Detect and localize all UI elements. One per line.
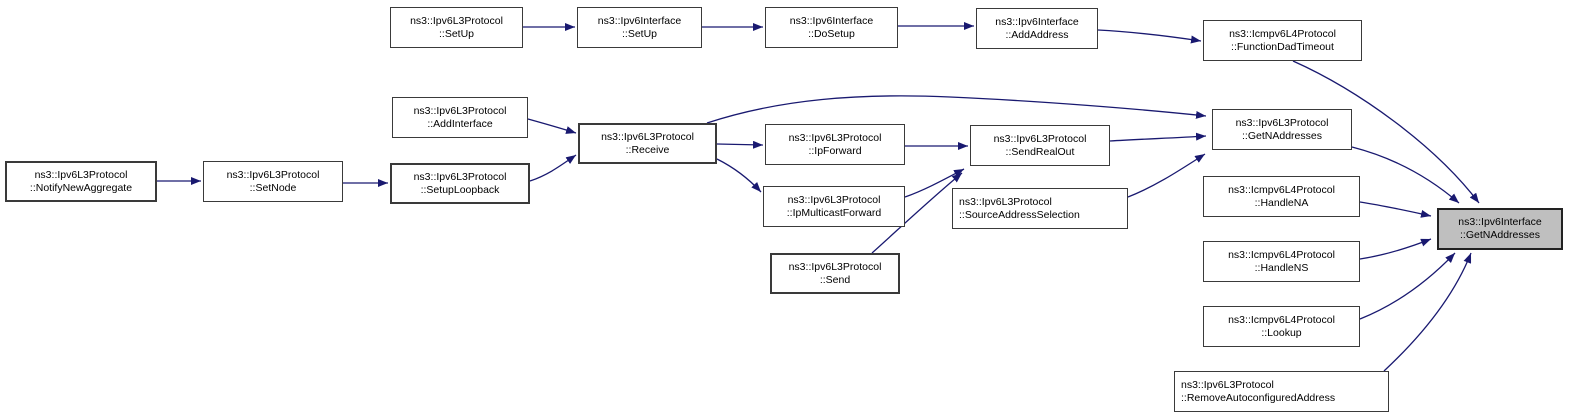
edge-ip-multicast-forward-to-send-real-out (904, 168, 965, 198)
node-notify-new-aggregate[interactable]: ns3::Ipv6L3Protocol ::NotifyNewAggregate (5, 161, 157, 202)
node-ipv6l3protocol-setup[interactable]: ns3::Ipv6L3Protocol ::SetUp (390, 7, 523, 48)
node-label-line2: ::FunctionDadTimeout (1231, 40, 1334, 53)
node-label-line1: ns3::Ipv6Interface (995, 15, 1079, 28)
node-label-line2: ::GetNAddresses (1460, 229, 1540, 241)
node-ipv6interface-setup[interactable]: ns3::Ipv6Interface ::SetUp (577, 7, 702, 48)
node-get-n-addresses-l3[interactable]: ns3::Ipv6L3Protocol ::GetNAddresses (1212, 109, 1352, 150)
node-label-line1: ns3::Ipv6Interface (597, 14, 682, 27)
node-label-line2: ::HandleNA (1254, 196, 1309, 209)
edge-send-real-out-to-get-n-addresses-l3 (1109, 132, 1207, 142)
node-label-line2: ::SetUp (438, 27, 475, 40)
node-label-line1: ns3::Ipv6L3Protocol (1181, 378, 1274, 391)
node-function-dad-timeout[interactable]: ns3::Icmpv6L4Protocol ::FunctionDadTimeo… (1203, 20, 1362, 61)
node-label-line2: ::Lookup (1261, 326, 1302, 339)
edge-function-dad-timeout-to-target (1292, 60, 1480, 204)
node-label-line1: ns3::Ipv6L3Protocol (226, 168, 320, 181)
edge-handle-ns-to-target (1359, 238, 1432, 260)
node-label-line1: ns3::Ipv6L3Protocol (413, 104, 507, 117)
node-label-line1: ns3::Ipv6L3Protocol (993, 132, 1087, 145)
node-label-line1: ns3::Icmpv6L4Protocol (1228, 248, 1335, 261)
node-label-line1: ns3::Ipv6L3Protocol (34, 168, 128, 181)
edge-source-address-selection-to-get-n-addresses-l3 (1127, 153, 1206, 198)
edge-get-n-addresses-l3-to-target (1351, 146, 1460, 204)
node-label-line2: ::Send (819, 273, 851, 286)
node-label-line1: ns3::Icmpv6L4Protocol (1228, 183, 1335, 196)
node-label-line2: ::AddAddress (1005, 28, 1069, 41)
node-source-address-selection[interactable]: ns3::Ipv6L3Protocol ::SourceAddressSelec… (952, 188, 1128, 229)
node-label-line1: ns3::Ipv6L3Protocol (788, 260, 882, 273)
node-label-line2: ::GetNAddresses (1242, 129, 1322, 142)
edge-add-interface-to-receive (527, 118, 577, 134)
node-setup-loopback[interactable]: ns3::Ipv6L3Protocol ::SetupLoopback (390, 163, 530, 204)
node-label-line2: ::SetNode (249, 181, 297, 194)
edge-add-address-to-function-dad-timeout (1097, 29, 1202, 44)
node-remove-autoconfigured-address[interactable]: ns3::Ipv6L3Protocol ::RemoveAutoconfigur… (1174, 371, 1389, 412)
node-label-line1: ns3::Icmpv6L4Protocol (1229, 27, 1336, 40)
node-set-node[interactable]: ns3::Ipv6L3Protocol ::SetNode (203, 161, 343, 202)
node-handle-na[interactable]: ns3::Icmpv6L4Protocol ::HandleNA (1203, 176, 1360, 217)
node-label-line2: ::RemoveAutoconfiguredAddress (1181, 391, 1336, 404)
edge-receive-to-get-n-addresses-l3 (706, 95, 1207, 124)
edge-send-to-send-real-out (871, 172, 963, 254)
node-label-line2: ::SendRealOut (1005, 145, 1075, 158)
edge-receive-to-ip-forward (716, 140, 764, 149)
node-send-real-out[interactable]: ns3::Ipv6L3Protocol ::SendRealOut (970, 125, 1110, 166)
node-do-setup[interactable]: ns3::Ipv6Interface ::DoSetup (765, 7, 898, 48)
node-target-get-n-addresses[interactable]: ns3::Ipv6Interface ::GetNAddresses (1437, 208, 1563, 250)
node-label-line1: ns3::Ipv6Interface (1458, 216, 1542, 228)
node-label-line1: ns3::Ipv6Interface (789, 14, 874, 27)
node-label-line1: ns3::Icmpv6L4Protocol (1228, 313, 1335, 326)
node-label-line1: ns3::Ipv6L3Protocol (601, 130, 694, 143)
node-label-line2: ::IpForward (808, 144, 862, 157)
node-label-line2: ::SetUp (621, 27, 658, 40)
node-label-line2: ::AddInterface (427, 117, 493, 130)
edge-lookup-to-target (1359, 252, 1456, 320)
node-receive[interactable]: ns3::Ipv6L3Protocol ::Receive (578, 123, 717, 164)
node-lookup[interactable]: ns3::Icmpv6L4Protocol ::Lookup (1203, 306, 1360, 347)
node-label-line1: ns3::Ipv6L3Protocol (788, 131, 882, 144)
node-label-line1: ns3::Ipv6L3Protocol (413, 170, 507, 183)
node-label-line2: ::HandleNS (1254, 261, 1309, 274)
node-label-line1: ns3::Ipv6L3Protocol (787, 193, 881, 206)
node-label-line2: ::SetupLoopback (420, 183, 500, 196)
node-handle-ns[interactable]: ns3::Icmpv6L4Protocol ::HandleNS (1203, 241, 1360, 282)
node-ip-forward[interactable]: ns3::Ipv6L3Protocol ::IpForward (765, 124, 905, 165)
node-add-interface[interactable]: ns3::Ipv6L3Protocol ::AddInterface (392, 97, 528, 138)
node-label-line2: ::DoSetup (808, 27, 855, 40)
node-add-address[interactable]: ns3::Ipv6Interface ::AddAddress (976, 8, 1098, 49)
node-ip-multicast-forward[interactable]: ns3::Ipv6L3Protocol ::IpMulticastForward (763, 186, 905, 227)
edge-handle-na-to-target (1359, 201, 1432, 218)
edge-remove-autoconfigured-address-to-target (1383, 252, 1472, 372)
node-label-line1: ns3::Ipv6L3Protocol (410, 14, 503, 27)
node-send[interactable]: ns3::Ipv6L3Protocol ::Send (770, 253, 900, 294)
edge-receive-to-ip-multicast-forward (716, 158, 762, 193)
node-label-line1: ns3::Ipv6L3Protocol (1235, 116, 1329, 129)
node-label-line2: ::NotifyNewAggregate (29, 181, 133, 194)
node-label-line2: ::SourceAddressSelection (959, 208, 1080, 221)
node-label-line2: ::Receive (625, 143, 670, 156)
edge-setup-loopback-to-receive (529, 154, 577, 182)
node-label-line2: ::IpMulticastForward (786, 206, 882, 219)
node-label-line1: ns3::Ipv6L3Protocol (959, 195, 1052, 208)
